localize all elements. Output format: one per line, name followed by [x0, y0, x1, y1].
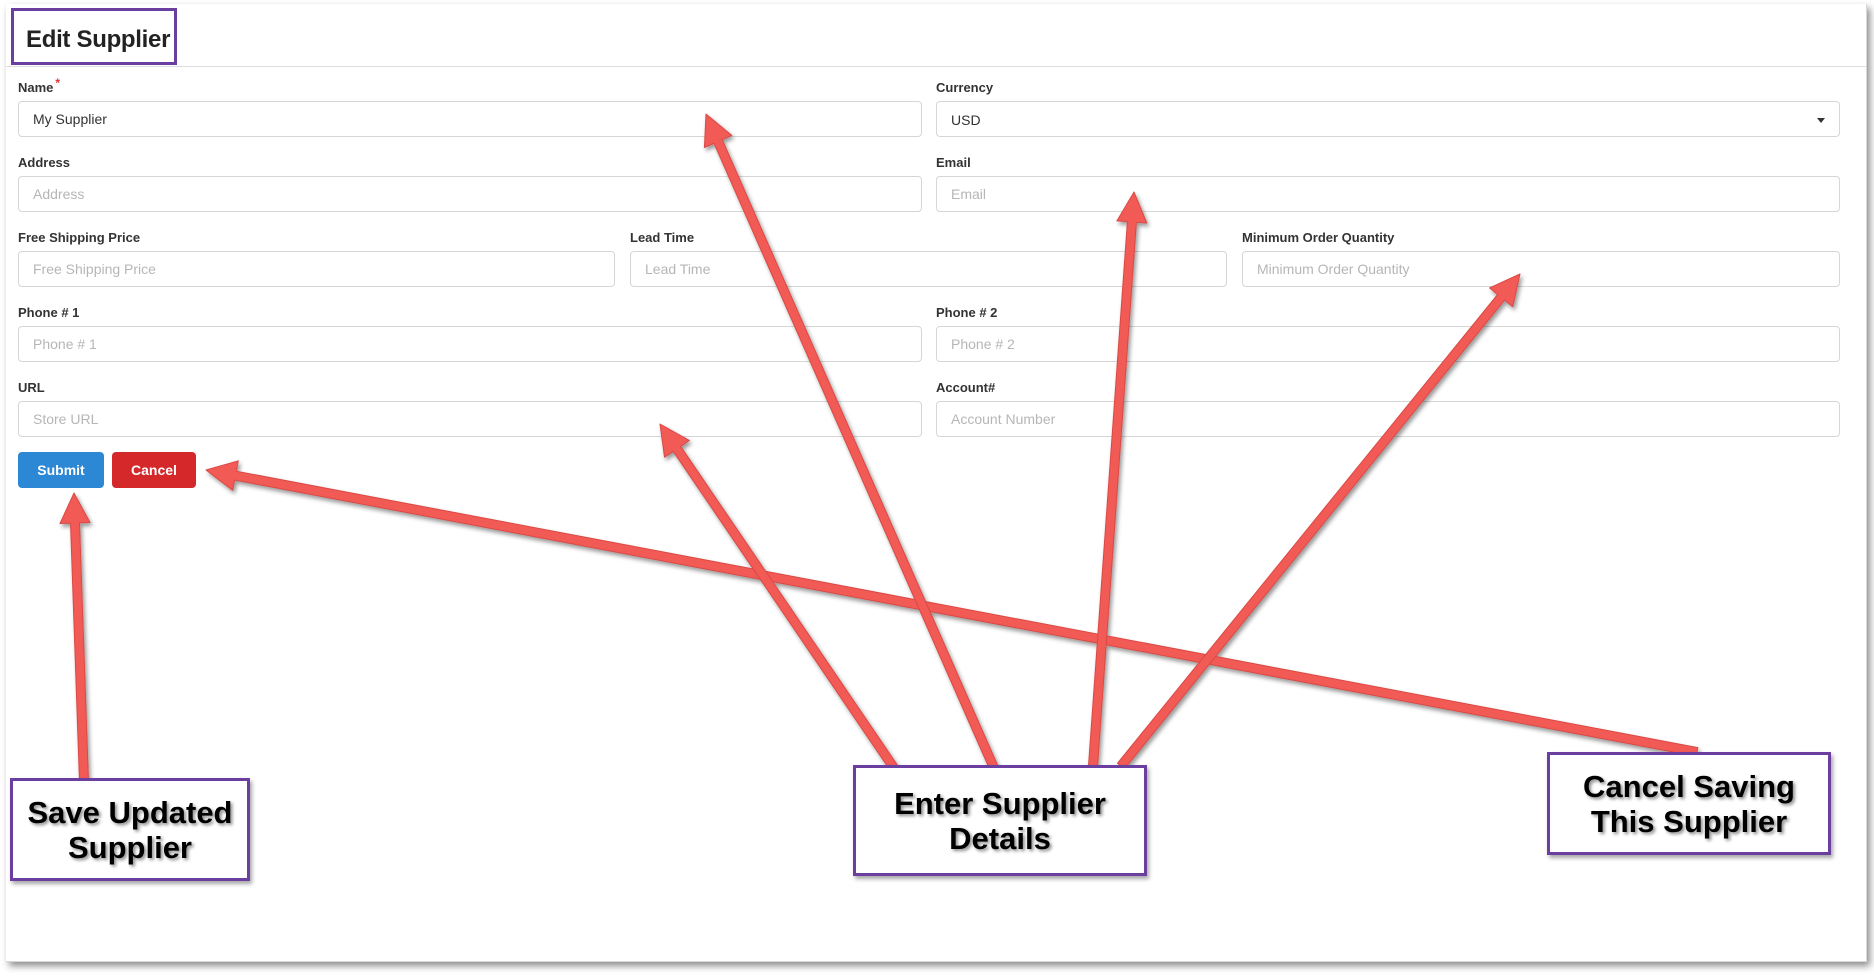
submit-button[interactable]: Submit	[18, 452, 104, 488]
lead-time-label: Lead Time	[630, 230, 695, 245]
name-label: Name*	[18, 76, 60, 95]
callout-cancel-saving: Cancel Saving This Supplier	[1547, 752, 1831, 855]
name-label-text: Name	[18, 80, 54, 95]
page-title: Edit Supplier	[26, 26, 171, 53]
account-label: Account#	[936, 380, 996, 395]
phone2-input[interactable]	[936, 326, 1840, 362]
header-divider	[6, 66, 1866, 67]
minimum-order-quantity-label: Minimum Order Quantity	[1242, 230, 1395, 245]
arrow-to-email	[1088, 191, 1148, 767]
currency-label: Currency	[936, 80, 994, 95]
phone1-input[interactable]	[18, 326, 922, 362]
name-input[interactable]	[18, 101, 922, 137]
minimum-order-quantity-input[interactable]	[1242, 251, 1840, 287]
required-marker: *	[55, 76, 61, 90]
phone1-label: Phone # 1	[18, 305, 80, 320]
url-input[interactable]	[18, 401, 922, 437]
url-label: URL	[18, 380, 45, 395]
page-title-box: Edit Supplier	[11, 8, 177, 65]
free-shipping-price-label: Free Shipping Price	[18, 230, 141, 245]
phone2-label: Phone # 2	[936, 305, 998, 320]
currency-selected-value: USD	[951, 112, 981, 128]
arrow-to-name	[703, 113, 999, 771]
email-label: Email	[936, 155, 971, 170]
address-input[interactable]	[18, 176, 922, 212]
address-label: Address	[18, 155, 71, 170]
callout-save-updated-supplier: Save Updated Supplier	[10, 778, 250, 881]
cancel-button[interactable]: Cancel	[112, 452, 196, 488]
arrow-to-cancel	[205, 460, 1699, 757]
callout-enter-supplier-details: Enter Supplier Details	[853, 765, 1147, 876]
arrow-to-url	[659, 423, 899, 771]
chevron-down-icon	[1817, 118, 1825, 123]
arrow-to-min-order-qty	[1117, 273, 1521, 770]
free-shipping-price-input[interactable]	[18, 251, 615, 287]
arrow-to-submit	[59, 492, 91, 783]
currency-select[interactable]: USD	[936, 101, 1840, 137]
email-input[interactable]	[936, 176, 1840, 212]
